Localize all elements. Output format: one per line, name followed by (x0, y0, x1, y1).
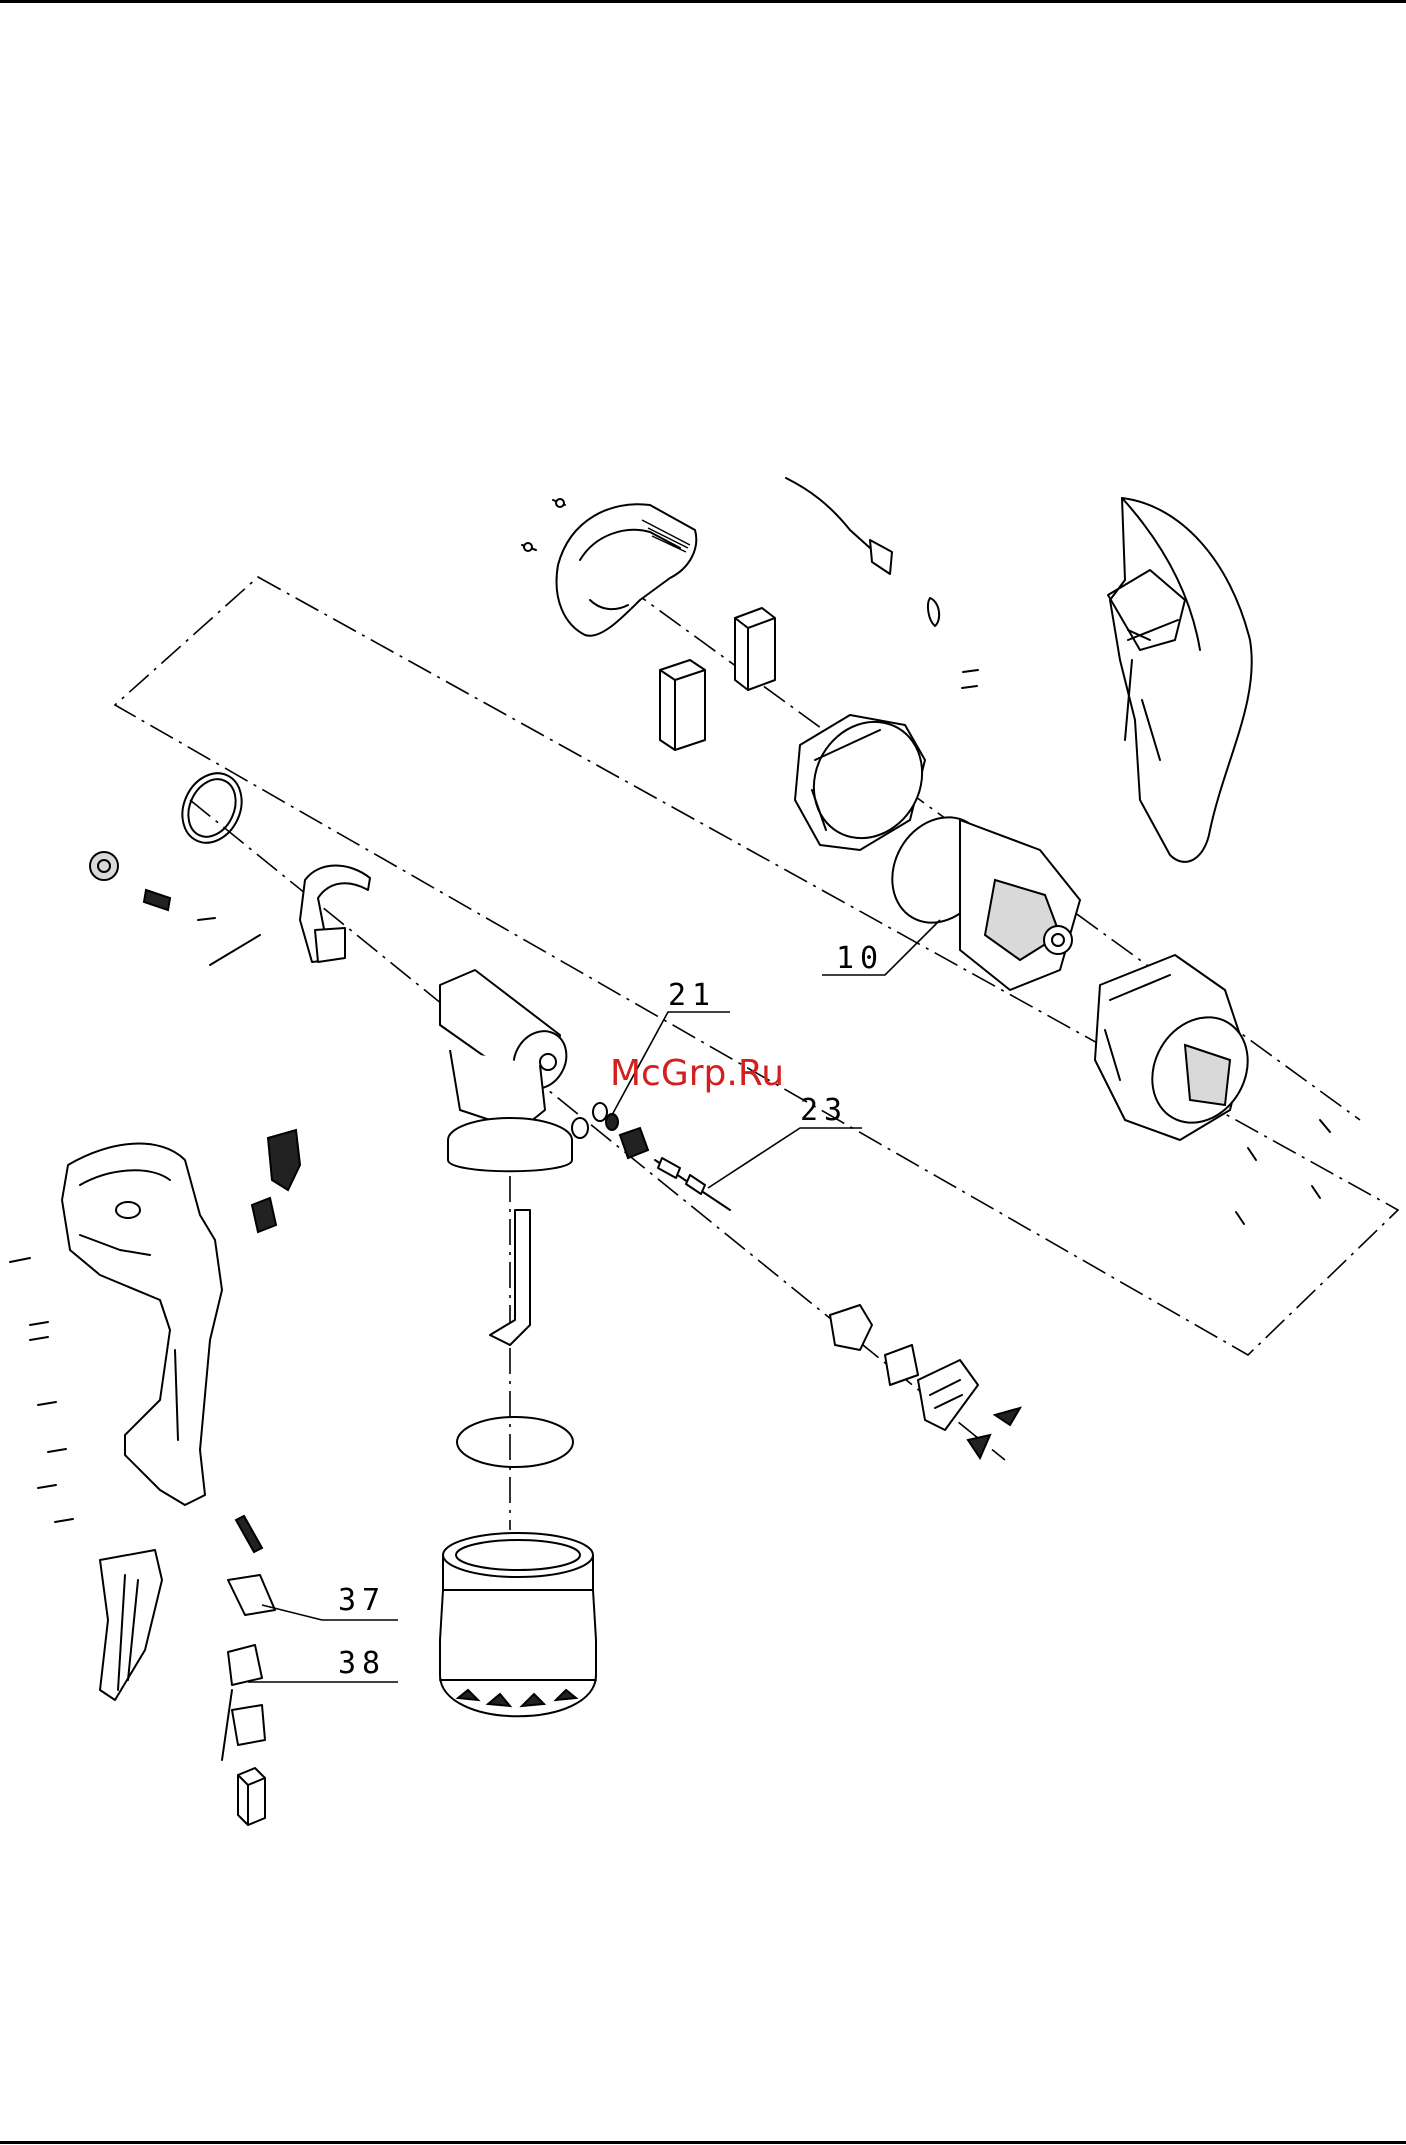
handle-screw-6 (38, 1485, 56, 1488)
capacitor-block (238, 1768, 265, 1825)
callout-10: 10 (836, 941, 884, 976)
wing-nut-2 (968, 1435, 990, 1458)
knob-spring (144, 890, 170, 910)
rear-motor-cover (557, 504, 697, 636)
cover-screw-1 (553, 499, 565, 507)
adjuster-knob (90, 852, 118, 880)
filter-disc (457, 1417, 573, 1467)
paint-container (440, 1533, 596, 1716)
part-23-needle (655, 1158, 730, 1210)
part-21-seal (606, 1114, 618, 1130)
knob-screw (198, 918, 215, 920)
part-38-connector (222, 1645, 265, 1760)
callout-21: 21 (668, 978, 716, 1013)
callout-38: 38 (338, 1646, 386, 1681)
valve-washer (593, 1103, 607, 1121)
handle-screw-5 (48, 1449, 66, 1452)
cover-screw-2 (522, 543, 536, 551)
pump-cylinder (440, 970, 577, 1130)
blower-screw-1 (1320, 1120, 1330, 1132)
clamp-bracket (300, 866, 370, 963)
blower-screw-2 (1248, 1148, 1256, 1160)
filter-block-upper (735, 608, 775, 690)
wing-nut-1 (995, 1408, 1020, 1425)
valve-nut (572, 1118, 588, 1138)
handle-screw-7 (55, 1519, 73, 1522)
nozzle-cap-plate (885, 1345, 918, 1385)
blower-screw-4 (1236, 1212, 1244, 1224)
handle-spring (236, 1516, 262, 1552)
cord-clamp-screw-2 (962, 686, 977, 688)
blower-housing (1095, 955, 1266, 1140)
filter-block-lower (660, 660, 705, 750)
callout-23: 23 (800, 1093, 848, 1128)
cord-clamp-screw-1 (963, 670, 978, 672)
motor-assembly (874, 800, 1080, 990)
power-cord (786, 478, 939, 626)
part-37-switch (228, 1575, 275, 1615)
pump-base (448, 1118, 572, 1171)
trigger-switch (268, 1130, 300, 1190)
callout-37: 37 (338, 1583, 386, 1618)
blower-screw-3 (1312, 1186, 1320, 1198)
leader-23 (708, 1128, 862, 1188)
air-cap (918, 1360, 978, 1430)
trigger-spring (252, 1198, 276, 1232)
handle-screw-1 (10, 1258, 30, 1262)
left-handle-housing (62, 1144, 222, 1505)
right-housing-shell (1108, 498, 1252, 862)
handle-screw-2 (30, 1322, 48, 1325)
grip-insert (100, 1550, 162, 1700)
watermark: McGrp.Ru (610, 1053, 784, 1094)
locking-pin (210, 935, 260, 965)
nozzle-adapter (830, 1305, 872, 1350)
nozzle-spring (620, 1128, 648, 1158)
handle-screw-3 (30, 1337, 48, 1340)
handle-screw-4 (38, 1402, 56, 1405)
